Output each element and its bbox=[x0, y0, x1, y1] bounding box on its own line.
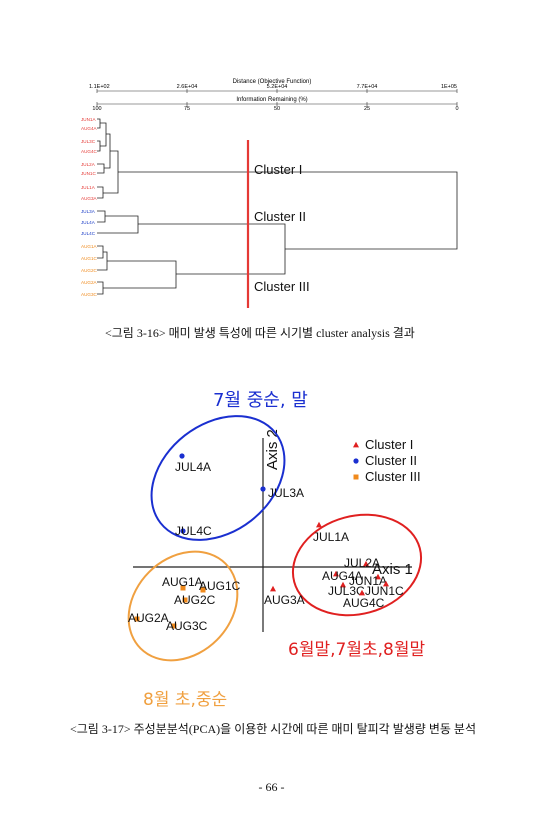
pca-point-label: JUN1C bbox=[365, 584, 404, 598]
group-label-june-july-aug: 6월말,7월초,8월말 bbox=[288, 640, 425, 660]
distance-tick-label: 5.2E+04 bbox=[267, 84, 288, 90]
leaf-label: JUL2A bbox=[81, 162, 96, 167]
pca-point-marker bbox=[375, 573, 381, 580]
info-axis-title: Information Remaining (%) bbox=[236, 97, 307, 103]
leaf-label: JUL1A bbox=[81, 185, 96, 190]
dendrogram-leaf-labels: JUN1A AUG4A JUL3C AUG4C JUL2A JUN1C JUL1A AUG3A… bbox=[81, 117, 98, 297]
legend-marker bbox=[353, 441, 359, 448]
dendrogram-tree bbox=[97, 118, 458, 295]
pca-point-label: AUG1A bbox=[162, 575, 203, 589]
info-tick-label: 75 bbox=[184, 106, 190, 112]
pca-point-marker bbox=[180, 585, 186, 591]
page-number: - 66 - bbox=[258, 780, 285, 794]
pca-point-marker bbox=[260, 486, 266, 492]
branch-cluster-ii bbox=[97, 215, 139, 234]
leaf-label: AUG4C bbox=[81, 149, 98, 154]
axis-2-label: Axis 2 bbox=[264, 429, 281, 470]
legend-label: Cluster III bbox=[365, 469, 421, 484]
pca-point-label: AUG2C bbox=[174, 593, 216, 607]
info-tick-label: 0 bbox=[455, 106, 458, 112]
pca-points: JUL4A JUL3A JUL4C JUL1A JUL2AAUG4AJUN1AJUL3C… bbox=[128, 453, 404, 633]
info-tick-label: 25 bbox=[364, 106, 370, 112]
legend-label: Cluster II bbox=[365, 453, 417, 468]
pca-point-marker bbox=[134, 616, 140, 622]
leaf-label: AUG3A bbox=[81, 196, 98, 201]
distance-axis-title: Distance (Objective Function) bbox=[233, 79, 312, 85]
branch-jul1a-aug3a bbox=[97, 186, 104, 199]
leaf-label: AUG3C bbox=[81, 292, 98, 297]
distance-axis-ticks: 1.1E+02 2.6E+04 5.2E+04 7.7E+04 1E+05 bbox=[89, 84, 458, 93]
legend-marker bbox=[353, 458, 359, 464]
pca-point-label: AUG4C bbox=[343, 596, 385, 610]
figure-3-17-caption: <그림 3-17> 주성분분석(PCA)을 이용한 시간에 따른 매미 탈피각 … bbox=[70, 722, 476, 736]
pca-point-marker bbox=[333, 570, 339, 577]
leaf-label: AUG2C bbox=[81, 268, 98, 273]
branch-jun1a-aug4a bbox=[97, 118, 101, 129]
info-tick-label: 50 bbox=[274, 106, 280, 112]
leaf-label: JUN1A bbox=[81, 117, 96, 122]
pca-point-label: AUG2A bbox=[128, 611, 169, 625]
axis-1-label: Axis 1 bbox=[372, 561, 413, 578]
pca-point-marker bbox=[359, 589, 365, 596]
group-ellipse-blue bbox=[150, 415, 286, 541]
leaf-label: AUG1C bbox=[81, 256, 98, 261]
branch-jul2a-jun1c bbox=[97, 163, 105, 174]
branch-cluster-iii bbox=[103, 260, 177, 289]
legend-label: Cluster I bbox=[365, 437, 413, 452]
group-ellipse-orange bbox=[127, 550, 239, 662]
pca-point-marker bbox=[316, 521, 322, 528]
pca-point-marker bbox=[270, 585, 276, 592]
distance-tick-label: 1E+05 bbox=[441, 84, 457, 90]
pca-point-marker bbox=[179, 453, 185, 459]
cluster-i-label: Cluster I bbox=[254, 162, 302, 177]
leaf-label: JUL4A bbox=[81, 220, 96, 225]
group-label-aug-early-mid: 8월 초,중순 bbox=[143, 690, 227, 710]
pca-point-label: AUG1C bbox=[199, 579, 241, 593]
dendrogram: Distance (Objective Function) 1.1E+02 2.6… bbox=[81, 79, 459, 308]
pca-point-marker bbox=[383, 580, 389, 587]
leaf-label: JUL3C bbox=[81, 139, 96, 144]
leaf-label: JUN1C bbox=[81, 171, 96, 176]
pca-point-marker bbox=[200, 587, 206, 593]
info-tick-label: 100 bbox=[92, 106, 101, 112]
pca-point-label: JUL3C bbox=[328, 584, 365, 598]
leaf-label: AUG1A bbox=[81, 244, 98, 249]
branch-i-sub1 bbox=[100, 122, 107, 147]
branch-jul3a-jul4a bbox=[97, 210, 106, 223]
leaf-label: JUL3A bbox=[81, 209, 96, 214]
cluster-ii-label: Cluster II bbox=[254, 209, 306, 224]
pca-point-marker bbox=[363, 560, 369, 567]
pca-point-label: JUL1A bbox=[313, 530, 349, 544]
branch-root bbox=[118, 171, 458, 250]
pca-point-label: JUN1A bbox=[349, 574, 387, 588]
distance-tick-label: 7.7E+04 bbox=[357, 84, 378, 90]
pca-point-marker bbox=[340, 581, 346, 588]
distance-tick-label: 2.6E+04 bbox=[177, 84, 198, 90]
group-label-july-mid-late: 7월 중순, 말 bbox=[213, 390, 308, 411]
pca-point-label: JUL2A bbox=[344, 556, 380, 570]
legend-marker bbox=[353, 474, 359, 480]
pca-point-label: AUG4A bbox=[322, 569, 363, 583]
pca-point-marker bbox=[182, 597, 188, 603]
pca-point-marker bbox=[180, 528, 186, 534]
pca-point-label: JUL3A bbox=[268, 486, 304, 500]
group-ellipse-red bbox=[291, 513, 423, 617]
pca-point-label: AUG3A bbox=[264, 593, 305, 607]
pca-point-label: JUL4C bbox=[175, 524, 212, 538]
leaf-label: JUL4C bbox=[81, 231, 96, 236]
cluster-iii-label: Cluster III bbox=[254, 279, 310, 294]
pca-point-marker bbox=[171, 623, 177, 629]
distance-tick-label: 1.1E+02 bbox=[89, 84, 110, 90]
figure-3-16-caption: <그림 3-16> 매미 발생 특성에 따른 시기별 cluster analy… bbox=[105, 326, 415, 340]
info-axis-ticks: 100 75 50 25 0 bbox=[92, 102, 459, 112]
leaf-label: AUG2A bbox=[81, 280, 98, 285]
pca-point-label: AUG3C bbox=[166, 619, 208, 633]
leaf-label: AUG4A bbox=[81, 126, 98, 131]
pca-point-label: JUL4A bbox=[175, 460, 211, 474]
